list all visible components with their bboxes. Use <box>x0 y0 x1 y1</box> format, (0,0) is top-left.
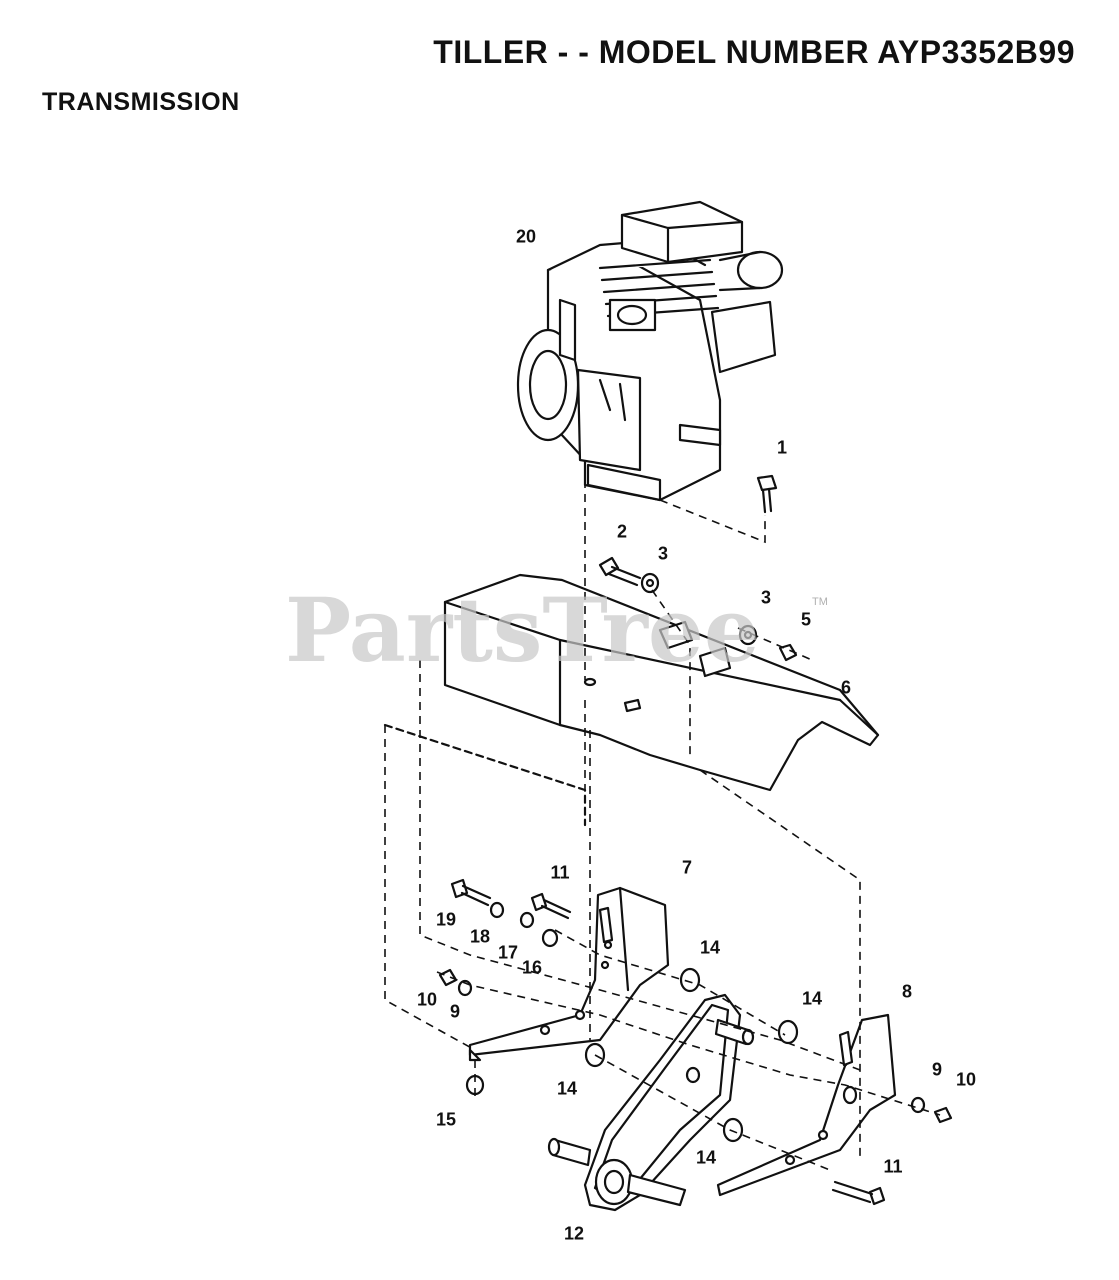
washer-16 <box>541 928 559 948</box>
callout-14b: 14 <box>801 988 823 1009</box>
callout-11b: 11 <box>883 1156 903 1177</box>
callout-1: 1 <box>776 437 788 458</box>
callout-10a: 10 <box>416 989 438 1010</box>
callout-8: 8 <box>901 981 913 1002</box>
callout-10b: 10 <box>955 1069 977 1090</box>
right-side-bracket-8 <box>716 1013 897 1197</box>
callout-14d: 14 <box>695 1147 717 1168</box>
callout-20: 20 <box>515 226 537 247</box>
callout-17: 17 <box>497 942 519 963</box>
nut-5 <box>778 643 798 662</box>
hinge-bracket-2 <box>698 646 732 678</box>
callout-3a: 3 <box>657 543 669 564</box>
bolt-11 <box>530 892 572 920</box>
callout-2: 2 <box>616 521 628 542</box>
engine-assembly <box>516 200 784 502</box>
callout-14c: 14 <box>556 1078 578 1099</box>
bolt-1 <box>756 474 778 514</box>
callout-16: 16 <box>521 957 543 978</box>
callout-11a: 11 <box>550 862 570 883</box>
callout-7: 7 <box>681 857 693 878</box>
bolt-11b <box>831 1180 886 1206</box>
callout-15: 15 <box>435 1109 457 1130</box>
callout-6: 6 <box>840 677 852 698</box>
nut-10b <box>933 1106 953 1124</box>
bolt-19 <box>450 878 492 907</box>
washer-18 <box>489 901 505 919</box>
callout-3b: 3 <box>760 587 772 608</box>
shield-cover <box>443 573 880 792</box>
callout-14a: 14 <box>699 937 721 958</box>
washer-17 <box>519 911 535 929</box>
callout-9a: 9 <box>449 1001 461 1022</box>
callout-5: 5 <box>800 609 812 630</box>
callout-19: 19 <box>435 909 457 930</box>
spacer-14d <box>722 1117 744 1143</box>
page-title: TILLER - - MODEL NUMBER AYP3352B99 <box>433 34 1075 70</box>
watermark-trademark: TM <box>812 596 828 608</box>
spacer-14a <box>679 967 701 993</box>
section-heading: TRANSMISSION <box>42 88 240 116</box>
callout-18: 18 <box>469 926 491 947</box>
hex-bolt-2 <box>598 556 642 587</box>
left-side-bracket-7 <box>468 886 670 1062</box>
nut-10 <box>438 968 458 987</box>
transmission-housing-12 <box>547 993 755 1212</box>
callout-12: 12 <box>563 1223 585 1244</box>
spacer-14b <box>777 1019 799 1045</box>
washer-9b <box>910 1096 926 1114</box>
callout-9b: 9 <box>931 1059 943 1080</box>
